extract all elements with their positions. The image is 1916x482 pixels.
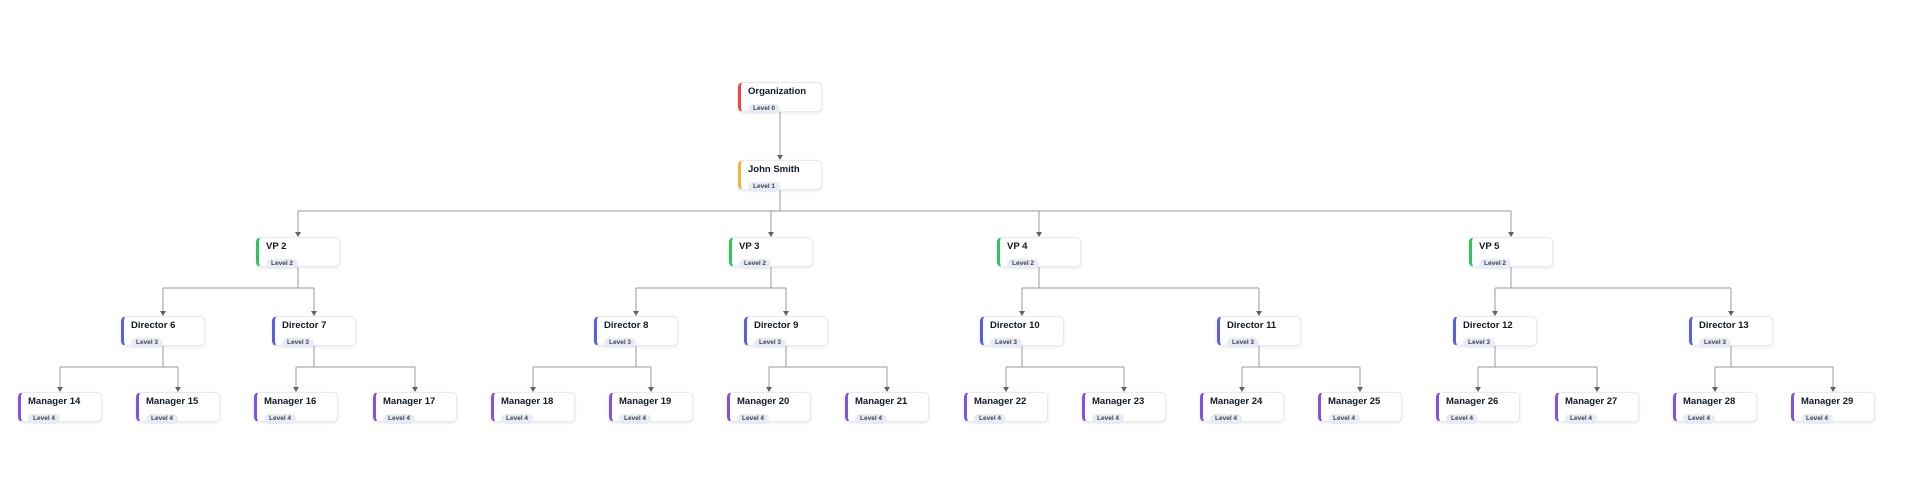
node-level-badge: Level 3 <box>282 338 315 348</box>
node-title: Manager 19 <box>619 396 672 407</box>
org-edge-lines <box>59 112 1834 388</box>
node-level-badge: Level 0 <box>748 104 781 114</box>
org-node-mgr16[interactable]: Manager 16 Level 4 <box>254 392 338 424</box>
node-title: Manager 28 <box>1683 396 1736 407</box>
org-node-dir6[interactable]: Director 6 Level 3 <box>121 316 205 348</box>
node-level-badge: Level 3 <box>990 338 1023 348</box>
node-title: Director 8 <box>604 320 649 331</box>
org-node-dir11[interactable]: Director 11 Level 3 <box>1217 316 1301 348</box>
node-level-badge: Level 4 <box>1328 414 1361 424</box>
org-node-vp4[interactable]: VP 4 Level 2 <box>997 237 1081 269</box>
node-title: VP 3 <box>739 241 760 252</box>
node-title: Manager 26 <box>1446 396 1499 407</box>
org-node-mgr18[interactable]: Manager 18 Level 4 <box>491 392 575 424</box>
org-node-mgr29[interactable]: Manager 29 Level 4 <box>1791 392 1875 424</box>
org-node-dir10[interactable]: Director 10 Level 3 <box>980 316 1064 348</box>
node-level-badge: Level 4 <box>974 414 1007 424</box>
node-level-badge: Level 4 <box>146 414 179 424</box>
node-title: Manager 15 <box>146 396 199 407</box>
node-title: Manager 17 <box>383 396 436 407</box>
node-title: Director 11 <box>1227 320 1277 331</box>
node-title: Director 7 <box>282 320 327 331</box>
node-level-badge: Level 2 <box>739 259 772 269</box>
node-level-badge: Level 2 <box>1479 259 1512 269</box>
node-level-badge: Level 4 <box>737 414 770 424</box>
node-title: Manager 20 <box>737 396 790 407</box>
org-node-dir8[interactable]: Director 8 Level 3 <box>594 316 678 348</box>
node-title: Manager 27 <box>1565 396 1618 407</box>
node-level-badge: Level 1 <box>748 182 781 192</box>
node-title: Director 13 <box>1699 320 1749 331</box>
node-level-badge: Level 4 <box>1801 414 1834 424</box>
node-level-badge: Level 3 <box>1699 338 1732 348</box>
node-title: Organization <box>748 86 807 97</box>
node-level-badge: Level 4 <box>855 414 888 424</box>
node-title: VP 2 <box>266 241 287 252</box>
org-node-mgr25[interactable]: Manager 25 Level 4 <box>1318 392 1402 424</box>
org-node-vp3[interactable]: VP 3 Level 2 <box>729 237 813 269</box>
org-node-dir12[interactable]: Director 12 Level 3 <box>1453 316 1537 348</box>
node-level-badge: Level 3 <box>1463 338 1496 348</box>
node-title: Manager 25 <box>1328 396 1381 407</box>
node-title: Manager 24 <box>1210 396 1263 407</box>
node-level-badge: Level 4 <box>264 414 297 424</box>
node-level-badge: Level 4 <box>1446 414 1479 424</box>
org-node-mgr23[interactable]: Manager 23 Level 4 <box>1082 392 1166 424</box>
node-level-badge: Level 3 <box>604 338 637 348</box>
node-level-badge: Level 4 <box>501 414 534 424</box>
node-level-badge: Level 2 <box>1007 259 1040 269</box>
org-node-mgr17[interactable]: Manager 17 Level 4 <box>373 392 457 424</box>
org-node-dir7[interactable]: Director 7 Level 3 <box>272 316 356 348</box>
org-node-mgr27[interactable]: Manager 27 Level 4 <box>1555 392 1639 424</box>
node-level-badge: Level 3 <box>1227 338 1260 348</box>
org-node-vp5[interactable]: VP 5 Level 2 <box>1469 237 1553 269</box>
org-node-mgr15[interactable]: Manager 15 Level 4 <box>136 392 220 424</box>
node-title: Director 6 <box>131 320 176 331</box>
node-level-badge: Level 4 <box>1565 414 1598 424</box>
node-title: Manager 21 <box>855 396 908 407</box>
node-title: Manager 14 <box>28 396 81 407</box>
org-node-dir13[interactable]: Director 13 Level 3 <box>1689 316 1773 348</box>
org-node-mgr26[interactable]: Manager 26 Level 4 <box>1436 392 1520 424</box>
node-title: Director 12 <box>1463 320 1513 331</box>
node-title: Manager 16 <box>264 396 317 407</box>
node-title: Director 10 <box>990 320 1040 331</box>
node-level-badge: Level 4 <box>1092 414 1125 424</box>
node-level-badge: Level 2 <box>266 259 299 269</box>
node-level-badge: Level 4 <box>383 414 416 424</box>
org-node-mgr14[interactable]: Manager 14 Level 4 <box>18 392 102 424</box>
node-title: VP 5 <box>1479 241 1500 252</box>
org-edge-arrowheads <box>57 155 1836 392</box>
org-node-vp2[interactable]: VP 2 Level 2 <box>256 237 340 269</box>
node-level-badge: Level 4 <box>28 414 61 424</box>
node-title: Manager 18 <box>501 396 554 407</box>
node-level-badge: Level 3 <box>131 338 164 348</box>
org-node-mgr22[interactable]: Manager 22 Level 4 <box>964 392 1048 424</box>
org-node-mgr28[interactable]: Manager 28 Level 4 <box>1673 392 1757 424</box>
org-node-mgr21[interactable]: Manager 21 Level 4 <box>845 392 929 424</box>
org-node-mgr19[interactable]: Manager 19 Level 4 <box>609 392 693 424</box>
node-title: Director 9 <box>754 320 799 331</box>
org-node-mgr20[interactable]: Manager 20 Level 4 <box>727 392 811 424</box>
node-level-badge: Level 4 <box>1683 414 1716 424</box>
node-title: John Smith <box>748 164 800 175</box>
org-node-dir9[interactable]: Director 9 Level 3 <box>744 316 828 348</box>
node-title: Manager 23 <box>1092 396 1145 407</box>
org-node-mgr24[interactable]: Manager 24 Level 4 <box>1200 392 1284 424</box>
node-level-badge: Level 4 <box>1210 414 1243 424</box>
node-level-badge: Level 4 <box>619 414 652 424</box>
node-title: Manager 29 <box>1801 396 1854 407</box>
node-title: VP 4 <box>1007 241 1028 252</box>
node-title: Manager 22 <box>974 396 1027 407</box>
node-level-badge: Level 3 <box>754 338 787 348</box>
